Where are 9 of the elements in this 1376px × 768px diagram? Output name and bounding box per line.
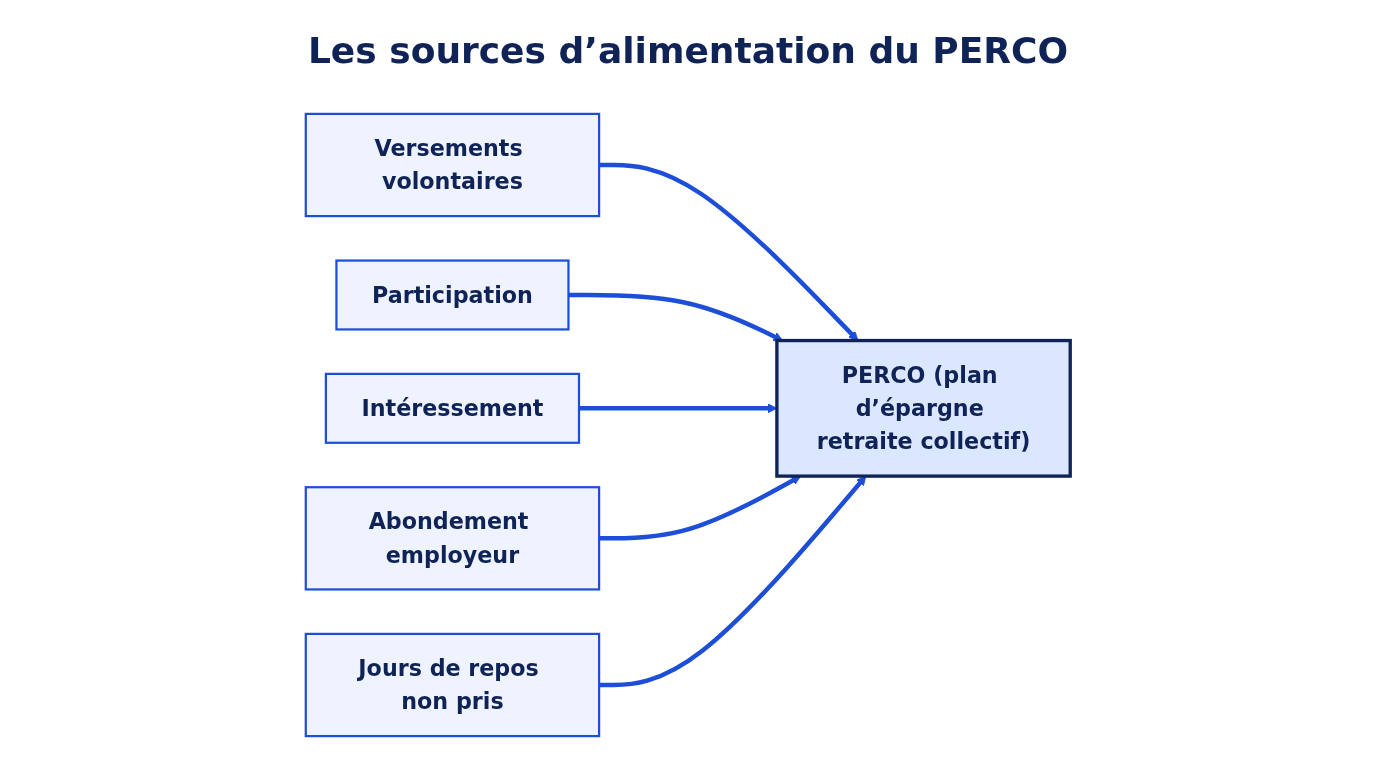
arrow [599,162,859,341]
node-box: Intéressement [324,372,581,444]
node-box: PERCO (plan d’épargne retraite collectif) [775,338,1072,478]
node-box: Jours de repos non pris [304,632,601,738]
diagram-title: Les sources d’alimentation du PERCO [306,30,1070,71]
arrow [568,292,784,342]
node-box: Versements volontaires [304,112,601,218]
node-box: Participation [335,259,570,331]
node-box: Abondement employeur [304,486,601,591]
